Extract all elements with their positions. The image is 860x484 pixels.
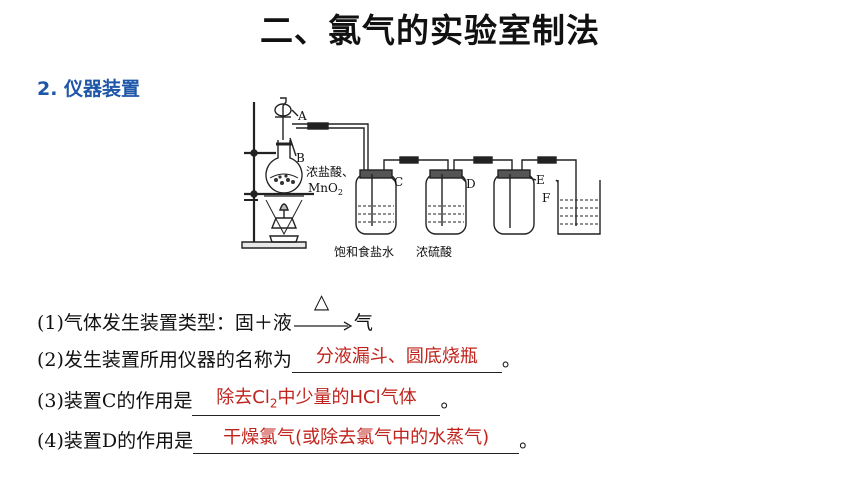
question-1-text: (1)气体发生装置类型：固＋液: [37, 312, 292, 334]
section-heading: 2. 仪器装置: [37, 78, 141, 100]
label-b: B: [296, 151, 305, 165]
question-1: (1)气体发生装置类型：固＋液 △ 气: [37, 289, 373, 335]
question-3-suffix: 。: [440, 390, 460, 412]
answer-3: 除去Cl2中少量的HCl气体: [216, 387, 417, 411]
page-title: 二、氯气的实验室制法: [260, 11, 600, 50]
question-1-suffix: 气: [353, 312, 373, 334]
label-c: C: [394, 175, 403, 189]
answer-blank-4[interactable]: 干燥氯气(或除去氯气中的水蒸气): [193, 427, 520, 454]
delta-icon: △: [313, 289, 330, 313]
question-2: (2)发生装置所用仪器的名称为 分液漏斗、圆底烧瓶 。: [37, 345, 521, 373]
question-3: (3)装置C的作用是 除去Cl2中少量的HCl气体 。: [37, 386, 459, 416]
label-a: A: [297, 109, 307, 123]
bottle-c: [355, 173, 397, 235]
alcohol-lamp: [270, 217, 298, 229]
label-e: E: [536, 173, 545, 187]
label-reagent-hcl: 浓盐酸、: [306, 164, 354, 179]
beaker-f: [557, 180, 601, 235]
answer-blank-2[interactable]: 分液漏斗、圆底烧瓶: [291, 346, 502, 373]
answer-4: 干燥氯气(或除去氯气中的水蒸气): [223, 427, 490, 448]
label-conc-h2so4: 浓硫酸: [416, 244, 452, 259]
answer-blank-3[interactable]: 除去Cl2中少量的HCl气体: [192, 387, 441, 416]
question-4-text: (4)装置D的作用是: [37, 430, 194, 452]
bottle-e: [493, 173, 535, 235]
stand-base: [241, 241, 307, 249]
separatory-funnel: [274, 103, 292, 117]
label-reagent-mno2: MnO2: [308, 181, 343, 197]
question-3-text: (3)装置C的作用是: [37, 390, 193, 412]
heating-arrow: △: [292, 289, 354, 334]
label-d: D: [466, 177, 476, 191]
question-4-suffix: 。: [519, 430, 539, 452]
question-2-text: (2)发生装置所用仪器的名称为: [37, 349, 292, 371]
question-2-suffix: 。: [501, 349, 521, 371]
bottle-d: [425, 173, 467, 235]
label-f: F: [542, 191, 550, 205]
round-bottom-flask: [265, 140, 303, 194]
question-4: (4)装置D的作用是 干燥氯气(或除去氯气中的水蒸气) 。: [37, 426, 538, 454]
answer-2: 分液漏斗、圆底烧瓶: [315, 346, 478, 367]
arrow-icon: [293, 321, 353, 331]
apparatus-diagram: A B 浓盐酸、 MnO2 C D E F 饱和食盐水 浓硫酸: [241, 97, 601, 259]
label-saturated-brine: 饱和食盐水: [334, 244, 394, 259]
